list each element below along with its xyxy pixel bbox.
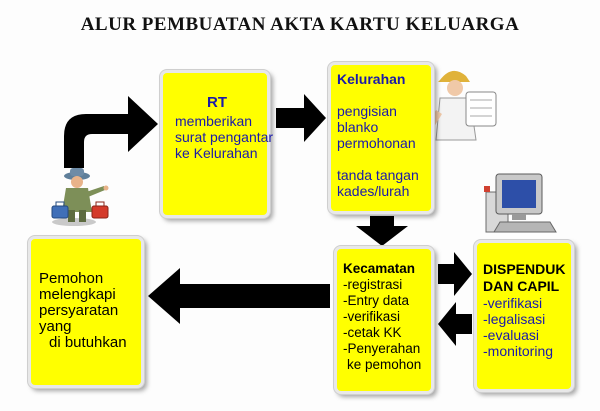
rt-box: RT memberikan surat pengantar ke Kelurah… xyxy=(160,70,274,218)
computer-icon xyxy=(484,173,557,233)
kelurahan-line: pengisian xyxy=(337,103,397,119)
pemohon-box: Pemohon melengkapi persyaratan yang di b… xyxy=(28,236,144,388)
rt-line: surat pengantar xyxy=(175,129,274,145)
worker-with-toolboxes-icon xyxy=(51,168,109,226)
dispenduk-line: -evaluasi xyxy=(483,327,540,343)
kecamatan-line: -cetak KK xyxy=(343,325,402,340)
arrow-kelurahan-to-kecamatan xyxy=(356,216,408,246)
arrow-dispenduk-to-kecamatan xyxy=(438,302,472,346)
arrow-kecamatan-to-pemohon xyxy=(148,268,330,324)
kecamatan-line: -registrasi xyxy=(343,277,403,292)
arrow-kecamatan-to-dispenduk xyxy=(438,252,472,296)
dispenduk-line: -monitoring xyxy=(483,343,554,359)
kecamatan-line: ke pemohon xyxy=(347,357,422,372)
architect-with-blueprint-icon xyxy=(426,70,497,141)
arrow-worker-to-rt xyxy=(64,96,158,168)
dispenduk-header: DISPENDUK xyxy=(483,261,566,277)
pemohon-line: yang xyxy=(39,318,72,335)
kelurahan-line: tanda tangan xyxy=(337,167,419,183)
dispenduk-line: -verifikasi xyxy=(483,295,543,311)
kelurahan-line: permohonan xyxy=(337,135,416,151)
kecamatan-line: -Entry data xyxy=(343,293,410,308)
kelurahan-line: blanko xyxy=(337,119,379,135)
dispenduk-header: DAN CAPIL xyxy=(483,278,560,294)
pemohon-line: persyaratan xyxy=(39,302,119,319)
kelurahan-header: Kelurahan xyxy=(337,71,406,87)
rt-line: ke Kelurahan xyxy=(175,145,258,161)
rt-header: RT xyxy=(207,94,227,111)
arrow-rt-to-kelurahan xyxy=(276,94,326,142)
pemohon-line: melengkapi xyxy=(39,286,116,303)
kecamatan-box: Kecamatan -registrasi -Entry data -verif… xyxy=(334,246,434,394)
kecamatan-header: Kecamatan xyxy=(343,261,416,276)
dispenduk-box: DISPENDUK DAN CAPIL -verifikasi -legalis… xyxy=(474,240,574,392)
pemohon-line: Pemohon xyxy=(39,270,104,287)
pemohon-line: di butuhkan xyxy=(49,334,127,351)
dispenduk-line: -legalisasi xyxy=(483,311,546,327)
kecamatan-line: -Penyerahan xyxy=(343,341,421,356)
kelurahan-line: kades/lurah xyxy=(337,183,410,199)
kecamatan-line: -verifikasi xyxy=(343,309,401,324)
diagram-title: ALUR PEMBUATAN AKTA KARTU KELUARGA xyxy=(80,14,520,35)
kelurahan-box: Kelurahan pengisian blanko permohonan ta… xyxy=(328,62,434,214)
rt-line: memberikan xyxy=(175,113,253,129)
